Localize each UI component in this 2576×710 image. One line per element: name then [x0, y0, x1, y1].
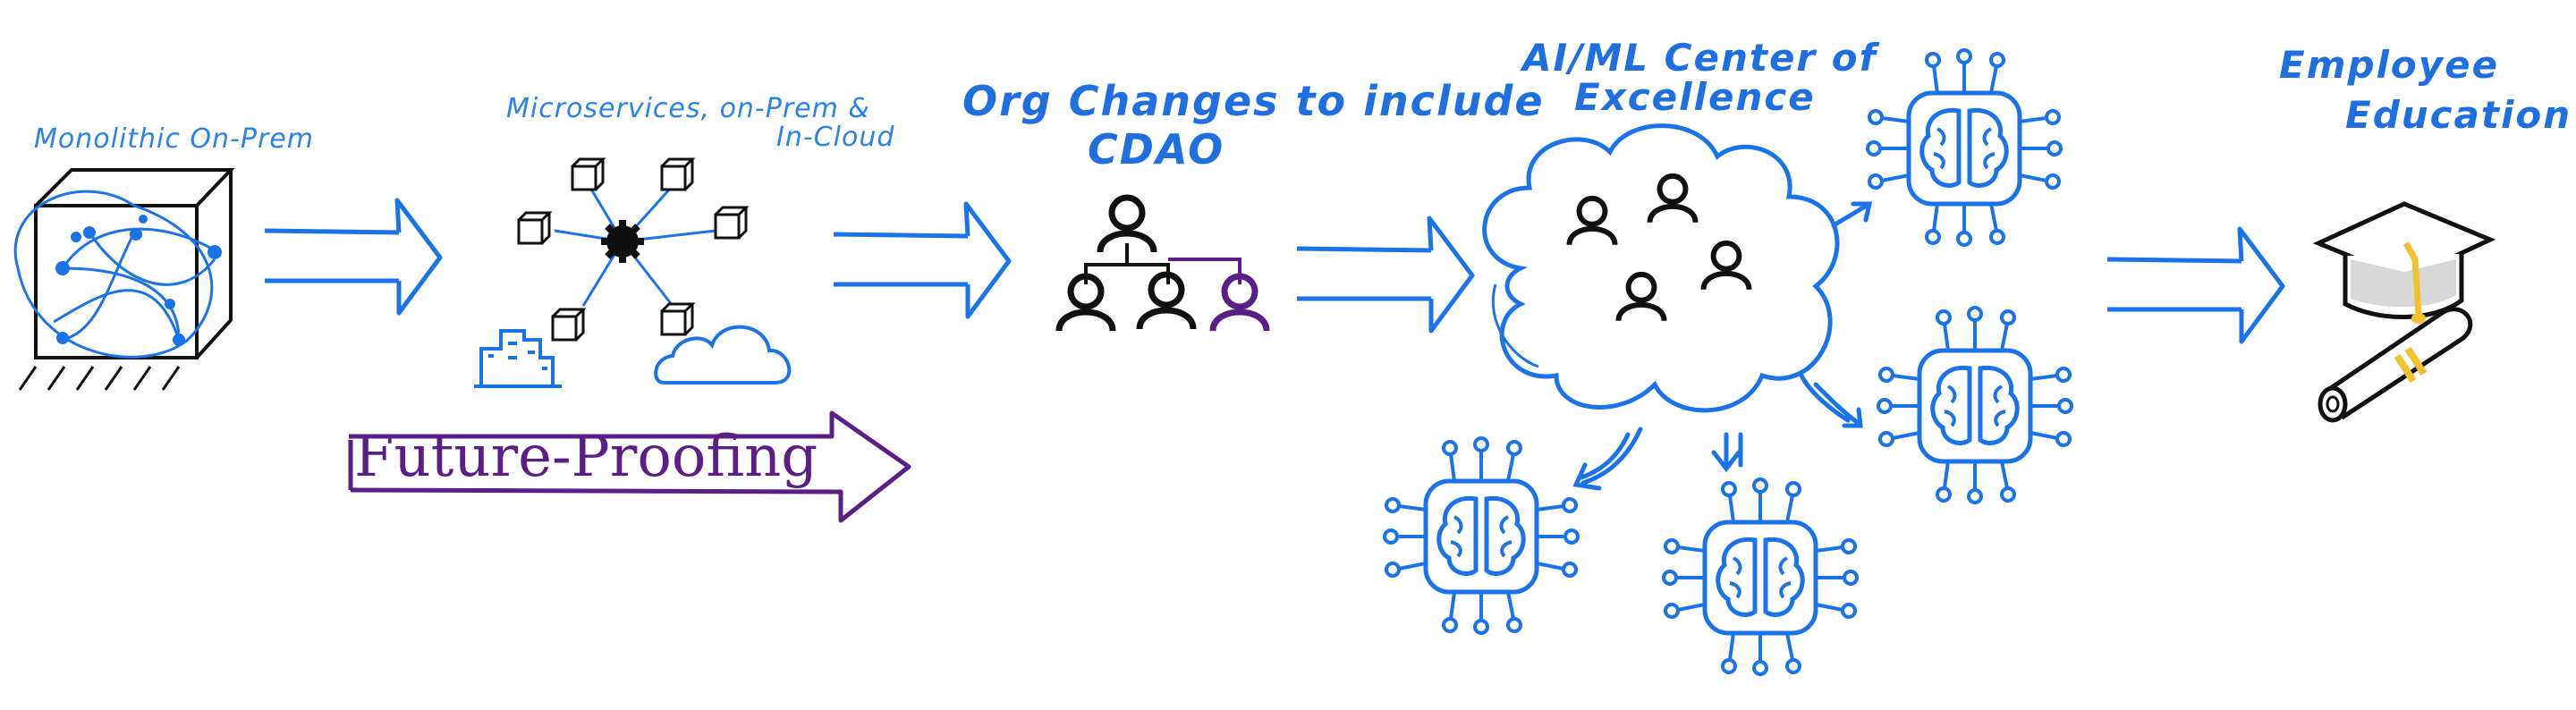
person-icon: [1650, 176, 1696, 223]
person-icon: [1570, 199, 1615, 245]
diploma-icon: [2318, 307, 2473, 423]
future-proofing-label: Future-Proofing: [354, 424, 818, 490]
brain-chip-icon: [1385, 438, 1578, 633]
arrow-icon: [1297, 218, 1472, 331]
brain-chip-icon: [1868, 50, 2061, 245]
coe-team: [1570, 176, 1750, 321]
arrow-icon: [834, 204, 1009, 317]
cloud-icon: [654, 325, 792, 385]
monolithic-label: Monolithic On-Prem: [34, 123, 314, 155]
cube-icon: [714, 206, 748, 240]
cube-icon: [551, 308, 585, 342]
cube-icon: [660, 302, 694, 336]
brain-chip-icon: [1664, 479, 1857, 674]
graduation-cap-icon: [2312, 201, 2496, 324]
org-label-line1: Org Changes to include: [962, 77, 1545, 125]
microservice-hub-icon: [517, 157, 748, 342]
person-icon: [1059, 276, 1113, 331]
coe-label-line1: AI/ML Center of: [1522, 36, 1877, 80]
future-proofing-arrow: [348, 410, 911, 523]
org-label-line2: CDAO: [1088, 125, 1225, 173]
arrow-icon: [265, 200, 440, 313]
cube-icon: [517, 211, 551, 245]
monolithic-server-icon: [13, 168, 235, 391]
education-label-line2: Education: [2345, 93, 2572, 137]
microservices-label-line1: Microservices, on-Prem &: [506, 93, 870, 124]
person-icon: [1213, 276, 1267, 331]
cube-icon: [571, 157, 605, 191]
arrow-icon: [2107, 229, 2283, 342]
microservices-label-line2: In-Cloud: [776, 122, 895, 153]
coe-label-line2: Excellence: [1574, 75, 1816, 119]
cube-icon: [660, 157, 694, 191]
person-icon: [1704, 243, 1750, 290]
building-icon: [474, 329, 562, 388]
cloud-icon: [1482, 123, 1840, 413]
person-icon: [1619, 275, 1665, 321]
org-chart-icon: [1059, 198, 1267, 331]
education-label-line1: Employee: [2279, 43, 2500, 87]
brain-chip-icon: [1878, 308, 2072, 503]
